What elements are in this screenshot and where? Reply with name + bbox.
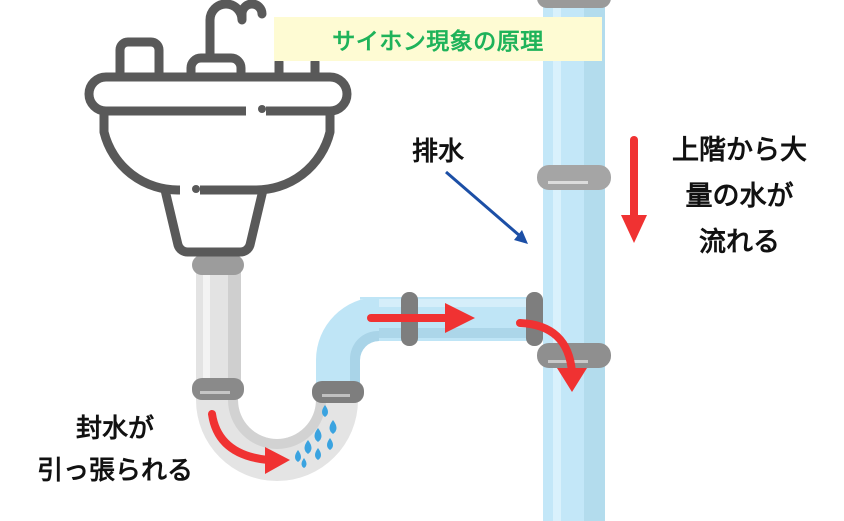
arrow-heads bbox=[265, 215, 647, 474]
flow-arrow-icon bbox=[208, 136, 638, 464]
water-drops-icon bbox=[295, 405, 337, 468]
drain-label: 排水 bbox=[412, 137, 465, 167]
seal-label-line2: 引っ張られる bbox=[36, 456, 193, 486]
sink-icon bbox=[84, 0, 352, 257]
faucet-icon bbox=[205, 0, 267, 63]
upper-label-line2: 量の水が bbox=[685, 181, 794, 212]
elbow-pipe bbox=[316, 297, 379, 386]
sink-highlights bbox=[180, 104, 266, 197]
vertical-drain-pipe bbox=[537, 0, 611, 521]
seal-water-label: 封水が 引っ張られる bbox=[10, 408, 220, 492]
seal-label-line1: 封水が bbox=[75, 414, 154, 444]
upper-floor-label: 上階から大 量の水が 流れる bbox=[652, 128, 827, 266]
upper-label-line3: 流れる bbox=[699, 227, 780, 258]
upper-label-line1: 上階から大 bbox=[672, 135, 807, 166]
tailpiece-pipe bbox=[192, 255, 244, 385]
page-title: サイホン現象の原理 bbox=[274, 17, 602, 61]
pointer-arrow-icon bbox=[445, 170, 528, 244]
